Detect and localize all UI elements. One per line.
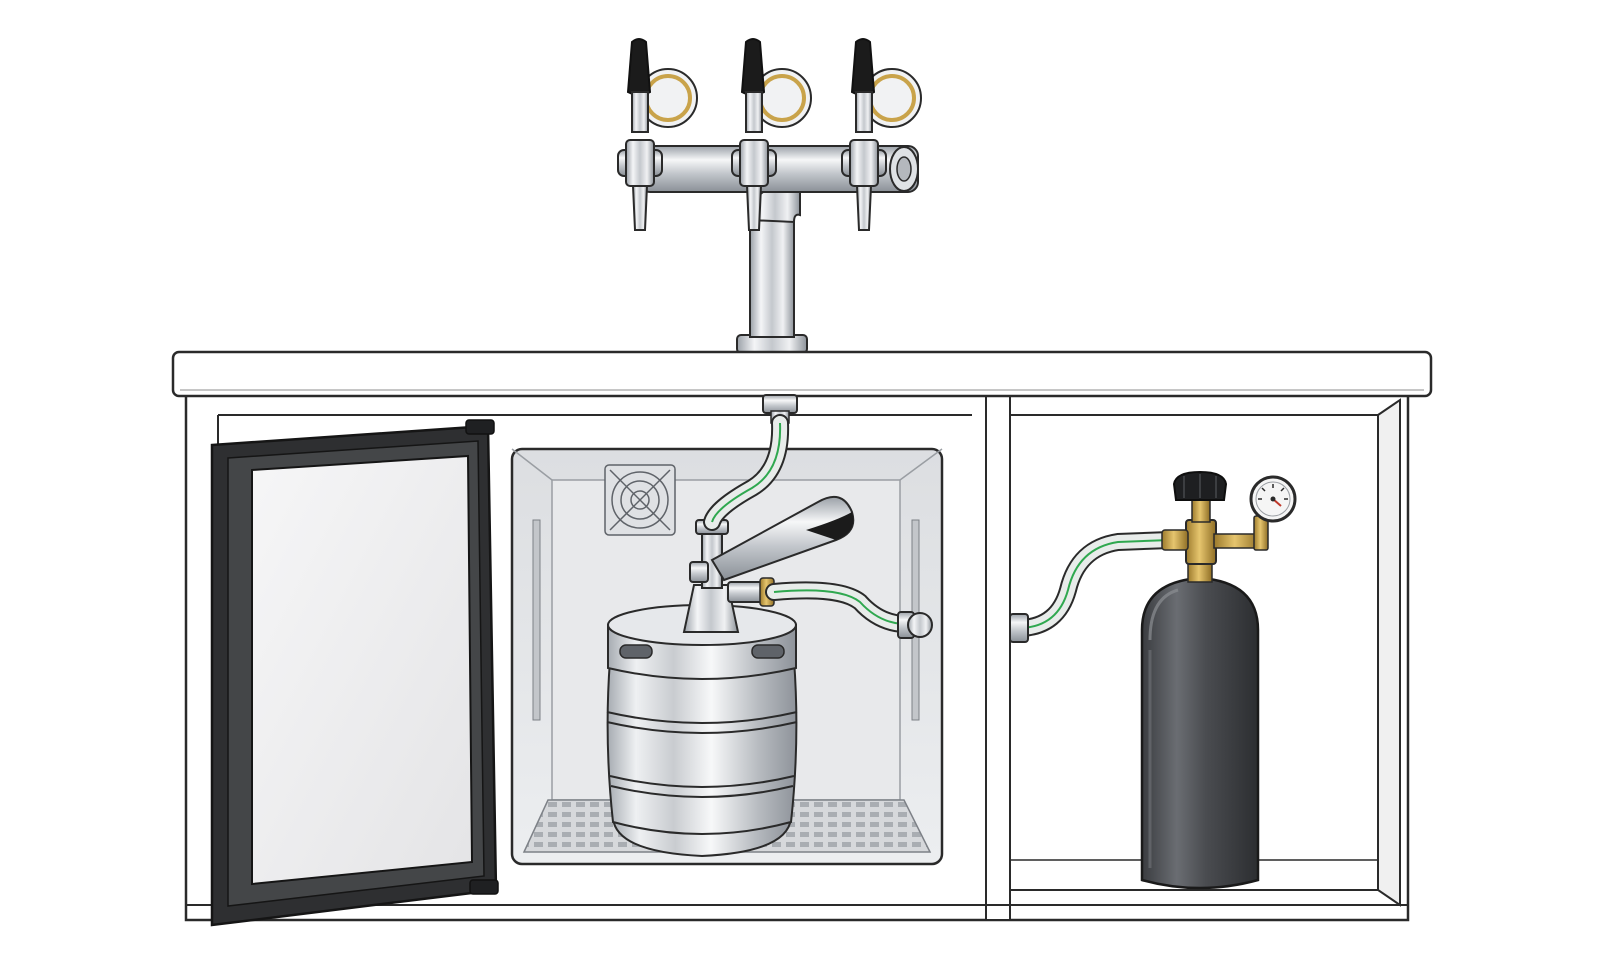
pressure-regulator[interactable] bbox=[1161, 470, 1297, 565]
door-hinge-icon bbox=[465, 419, 495, 435]
countertop bbox=[171, 350, 1433, 398]
gas-line-inner bbox=[765, 581, 933, 639]
keg bbox=[606, 604, 798, 858]
tap-handle-icon bbox=[740, 38, 766, 96]
tap-handle-icon bbox=[626, 38, 652, 96]
wall-passthrough-fitting bbox=[1009, 613, 1029, 643]
tap-faucet-1[interactable] bbox=[617, 38, 698, 231]
co2-tank bbox=[1140, 559, 1260, 890]
beer-line bbox=[703, 394, 798, 531]
door-hinge-icon bbox=[469, 879, 499, 895]
cooler-door[interactable] bbox=[210, 419, 499, 927]
tap-tower bbox=[639, 145, 919, 354]
door-glass bbox=[251, 454, 474, 886]
tap-faucet-2[interactable] bbox=[731, 38, 812, 231]
tap-faucet-3[interactable] bbox=[841, 38, 922, 231]
tap-handle-icon bbox=[850, 38, 876, 96]
fan-grill-icon bbox=[604, 464, 676, 536]
gas-line bbox=[1009, 531, 1179, 643]
pressure-gauge-icon bbox=[1249, 475, 1297, 523]
